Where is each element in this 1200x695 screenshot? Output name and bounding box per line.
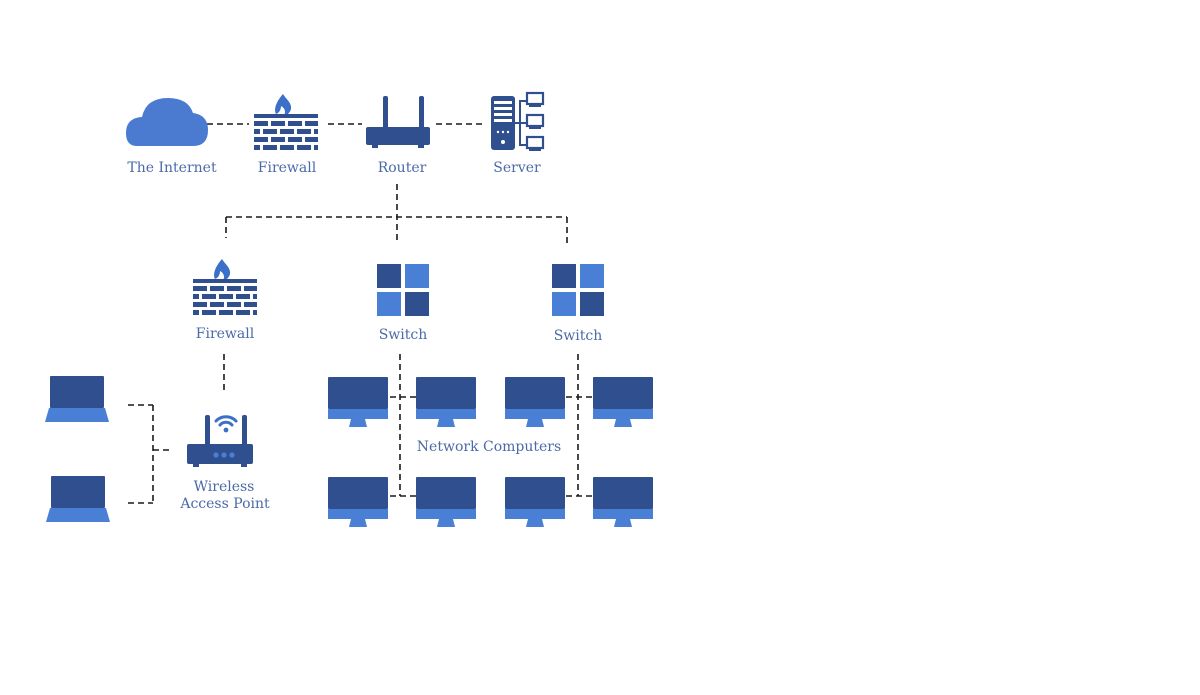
- wap-label-line-2: Access Point: [179, 496, 270, 512]
- network-computers-label: Network Computers: [417, 439, 561, 455]
- internet-label: The Internet: [127, 160, 217, 176]
- monitor-icon: [416, 477, 476, 527]
- laptop-icon: [45, 376, 109, 422]
- switch-2-label: Switch: [554, 328, 603, 344]
- router-label: Router: [378, 160, 427, 176]
- monitor-icon: [328, 377, 388, 427]
- wap-node: Wireless Access Point: [179, 415, 270, 512]
- monitor-icon: [593, 477, 653, 527]
- server-node: Server: [491, 91, 545, 176]
- firewall-lan-label: Firewall: [196, 326, 255, 342]
- firewall-icon: [254, 94, 318, 150]
- monitor-icon: [505, 477, 565, 527]
- switch-1-node: Switch: [377, 264, 429, 343]
- connection-lines: [128, 123, 594, 504]
- internet-node: The Internet: [126, 98, 217, 176]
- monitor-icon: [416, 377, 476, 427]
- firewall-lan-node: Firewall: [193, 259, 257, 342]
- laptops: [45, 376, 110, 522]
- switch-1-label: Switch: [379, 327, 428, 343]
- wireless-router-icon: [187, 415, 253, 467]
- monitor-icon: [593, 377, 653, 427]
- firewall-top-label: Firewall: [258, 160, 317, 176]
- network-computers: Network Computers: [328, 377, 653, 527]
- switch-2-node: Switch: [552, 264, 604, 344]
- firewall-top-node: Firewall: [254, 94, 318, 176]
- server-icon: [491, 91, 545, 151]
- monitor-icon: [328, 477, 388, 527]
- router-icon: [366, 96, 430, 148]
- laptop-icon: [46, 476, 110, 522]
- server-label: Server: [493, 160, 541, 176]
- switch-icon: [377, 264, 429, 316]
- cloud-icon: [126, 98, 208, 146]
- router-node: Router: [366, 96, 430, 176]
- wap-label-line-1: Wireless: [194, 479, 255, 495]
- firewall-icon: [193, 259, 257, 315]
- monitor-icon: [505, 377, 565, 427]
- switch-icon: [552, 264, 604, 316]
